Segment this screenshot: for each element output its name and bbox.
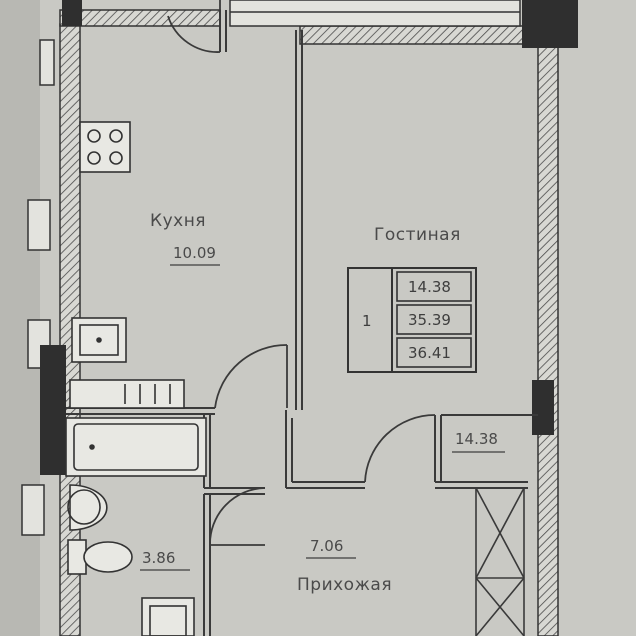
table-total-area: 35.39	[408, 311, 451, 329]
washing-machine-icon	[69, 379, 185, 409]
summary-table: 1 14.38 35.39 36.41	[347, 267, 477, 373]
balcony-area: 14.38	[455, 430, 498, 448]
washbasin-icon	[67, 484, 108, 531]
bath-cabinet-icon	[141, 597, 195, 636]
balcony-braces	[475, 487, 525, 636]
bath-area: 3.86	[142, 549, 175, 567]
toilet-icon	[67, 539, 133, 575]
left-margin	[0, 0, 40, 636]
hall-name: Прихожая	[297, 575, 392, 595]
table-living-area: 14.38	[408, 278, 451, 296]
kitchen-area: 10.09	[173, 244, 216, 262]
table-total-area-balcony: 36.41	[408, 344, 451, 362]
kitchen-name: Кухня	[150, 211, 206, 231]
hall-area: 7.06	[310, 537, 343, 555]
stove-icon	[79, 121, 131, 173]
living-name: Гостиная	[374, 225, 461, 245]
table-rooms-count: 1	[362, 312, 372, 330]
bathtub-icon	[65, 417, 207, 477]
columns	[40, 0, 578, 475]
windows	[21, 0, 521, 536]
doors	[167, 0, 436, 546]
sink-icon	[71, 317, 127, 363]
